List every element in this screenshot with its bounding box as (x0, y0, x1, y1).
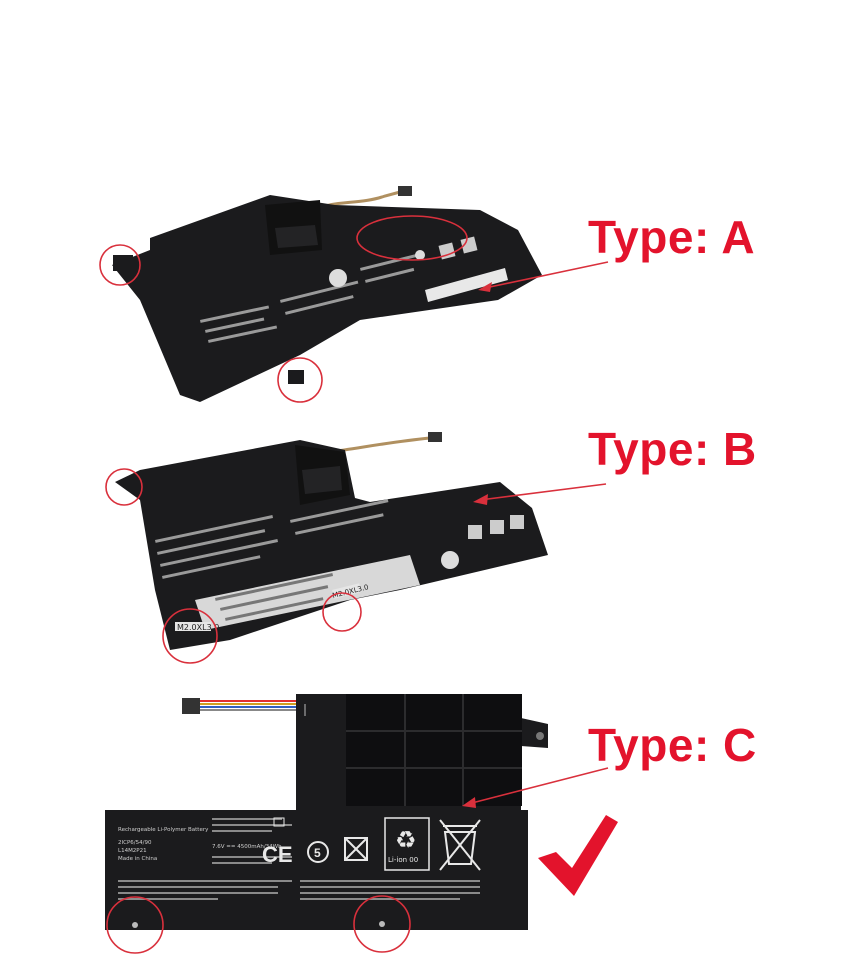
svg-text:5: 5 (314, 846, 321, 860)
screw-label-left: M2.0XL3.0 (177, 623, 219, 632)
battery-text-line1: Rechargeable Li-Polymer Battery (118, 827, 209, 833)
recycle-5-icon: 5 (307, 841, 329, 863)
type-b-label: Type: B (588, 423, 757, 475)
type-a-label: Type: A (588, 211, 756, 263)
svg-text:♻: ♻ (395, 827, 417, 854)
type-c-label: Type: C (588, 719, 757, 771)
li-ion-recycle-icon: ♻ Li-ion 00 (384, 817, 430, 871)
battery-recycle-icon (344, 837, 368, 861)
battery-text-line3: L14M2P21 (118, 848, 147, 854)
battery-text-line2: 2ICP6/54/90 (118, 840, 152, 846)
battery-rating: 7.6V == 4500mAh/34Wh (212, 844, 282, 850)
li-ion-label: Li-ion 00 (388, 856, 418, 864)
checkmark-icon (538, 815, 618, 896)
battery-b: M2.0XL3.0 M2.0XL3.0 (105, 432, 607, 664)
battery-c: Rechargeable Li-Polymer Battery 2ICP6/54… (105, 694, 609, 954)
battery-text-line4: Made in China (118, 856, 157, 862)
ce-mark-icon: CE (262, 842, 293, 867)
battery-a (99, 186, 609, 403)
weee-bin-icon (439, 819, 481, 871)
